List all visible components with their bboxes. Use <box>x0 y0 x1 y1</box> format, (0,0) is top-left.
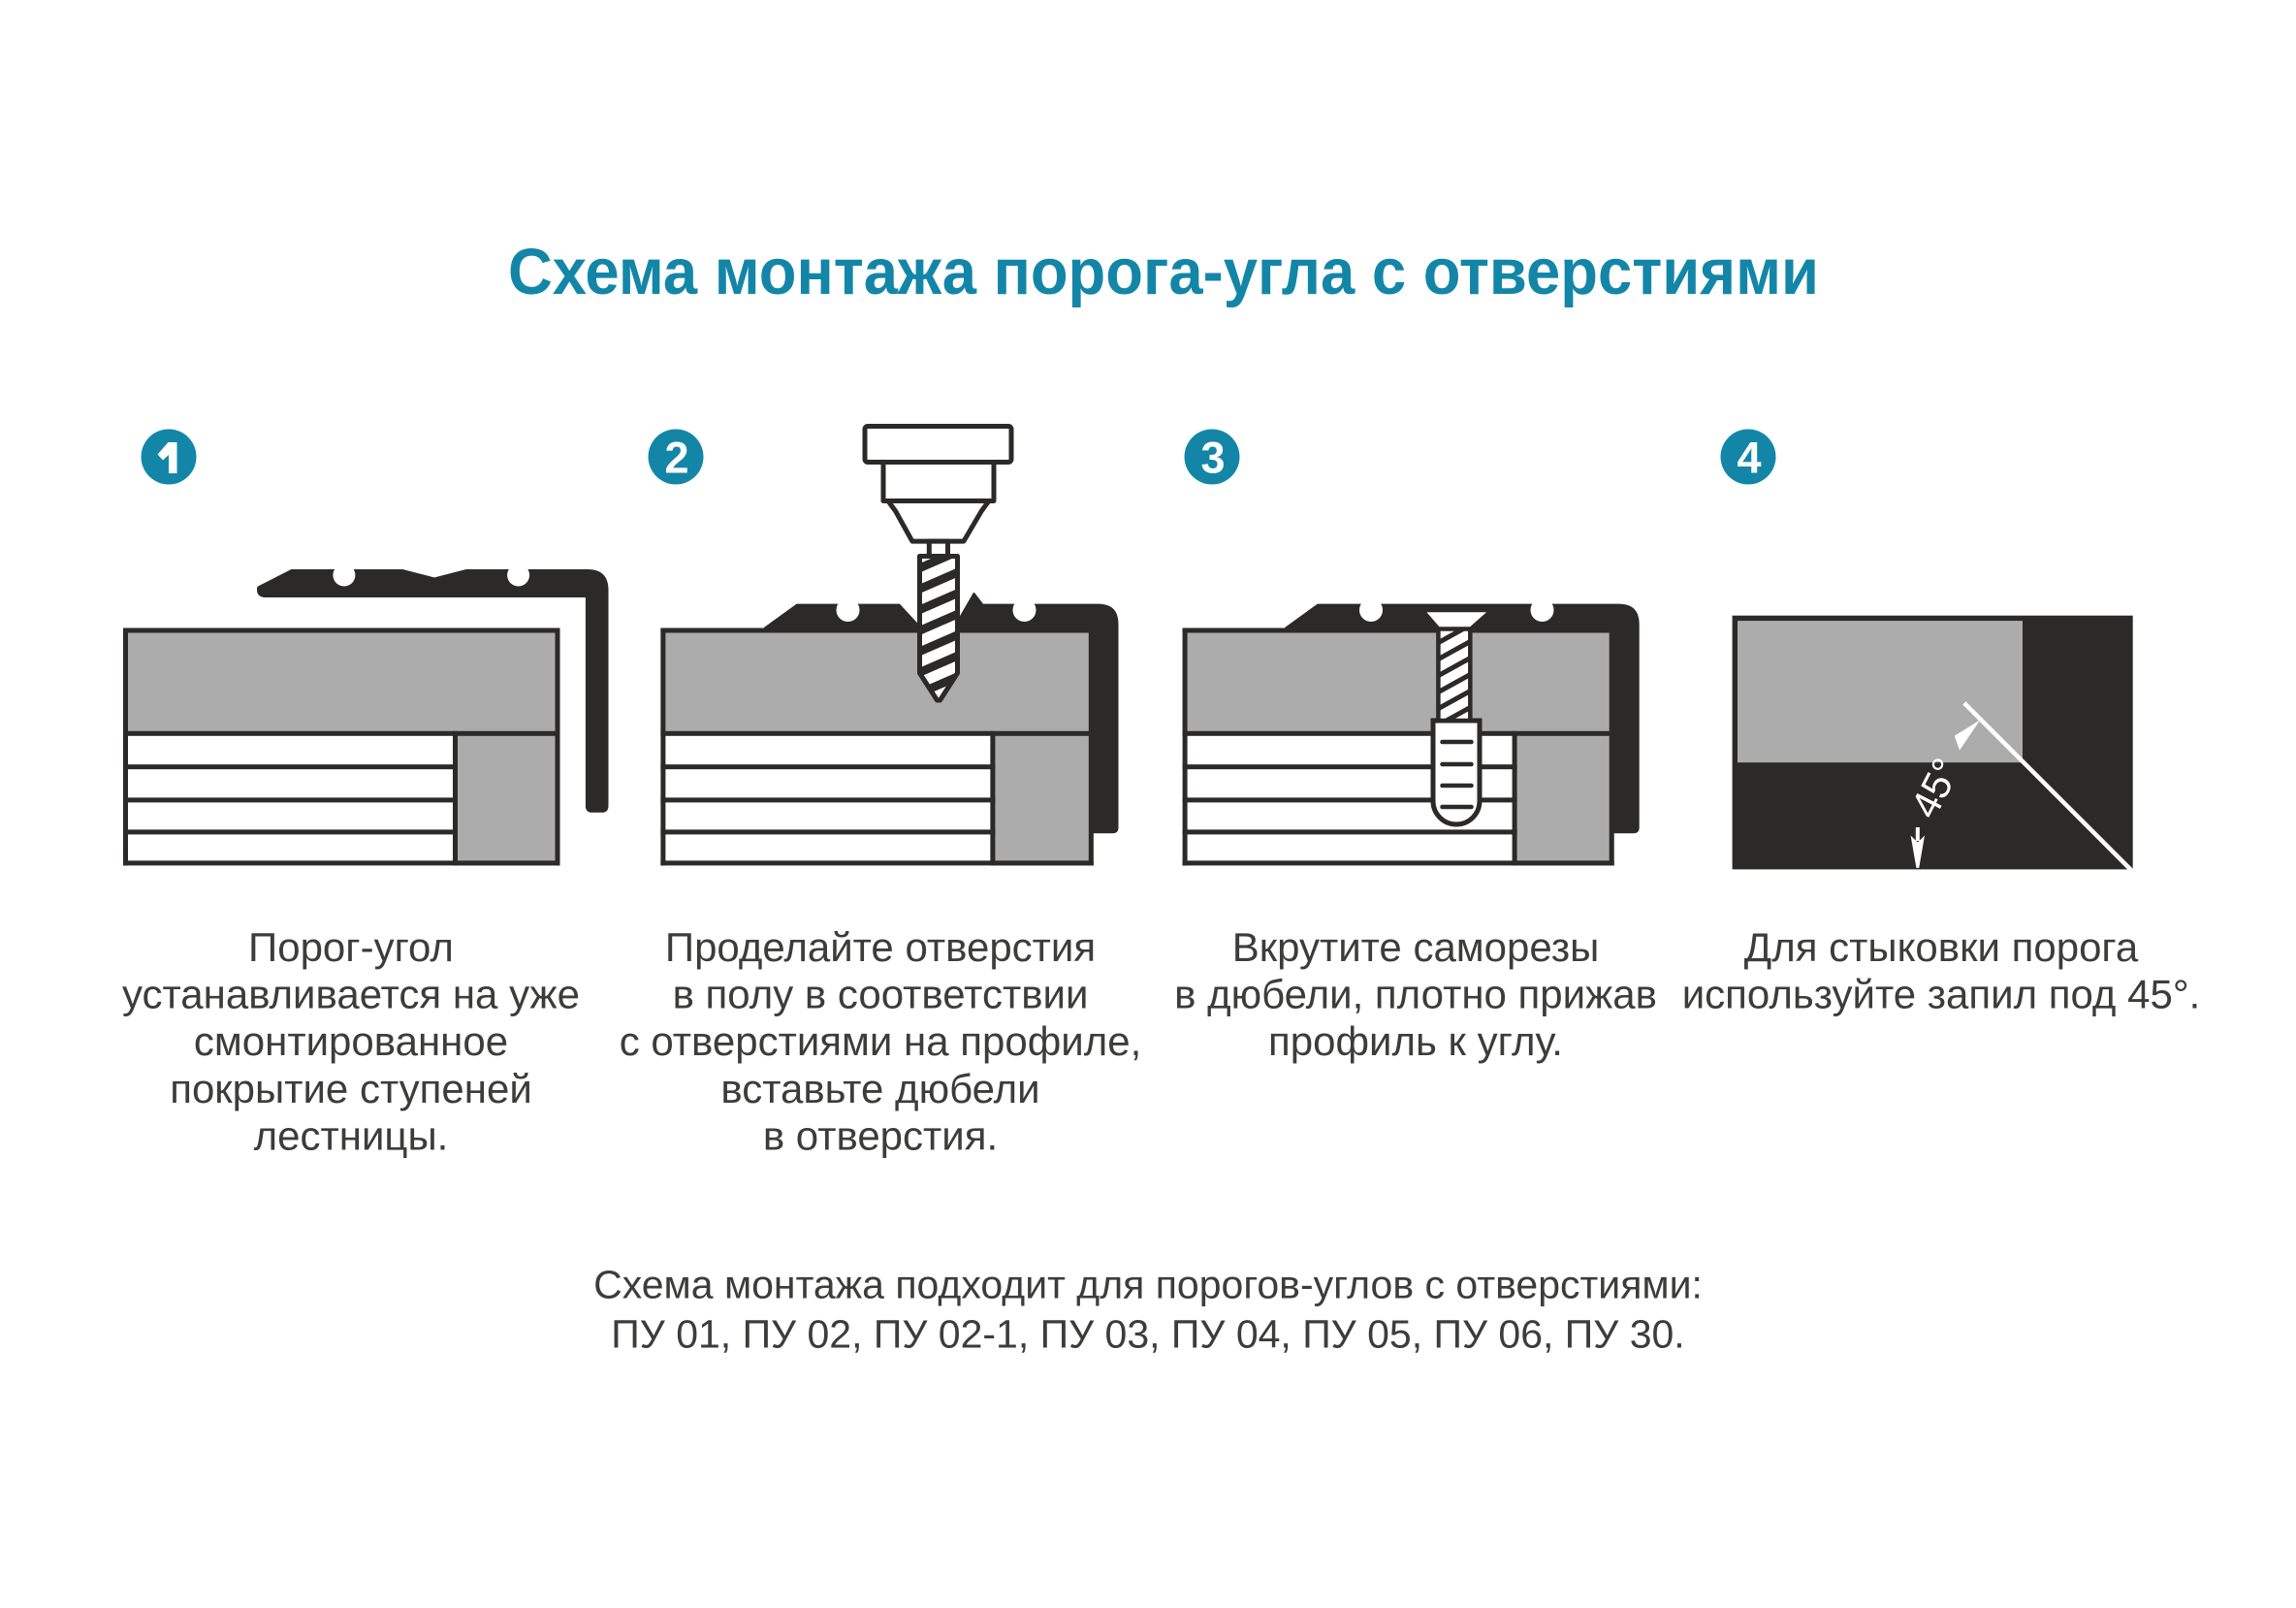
svg-text:Вкрутите саморезы: Вкрутите саморезы <box>1232 924 1600 970</box>
svg-text:смонтированное: смонтированное <box>194 1018 508 1064</box>
svg-text:профиль к углу.: профиль к углу. <box>1268 1018 1563 1064</box>
svg-text:с отверстиями на профиле,: с отверстиями на профиле, <box>620 1018 1142 1064</box>
svg-text:Схема монтажа подходит для пор: Схема монтажа подходит для порогов-углов… <box>593 1262 1703 1306</box>
svg-text:ПУ 01, ПУ 02, ПУ 02-1, ПУ 03,: ПУ 01, ПУ 02, ПУ 02-1, ПУ 03, ПУ 04, ПУ … <box>611 1311 1684 1356</box>
svg-text:Порог-угол: Порог-угол <box>248 924 454 970</box>
svg-text:покрытие ступеней: покрытие ступеней <box>170 1066 532 1111</box>
svg-text:вставьте дюбели: вставьте дюбели <box>720 1066 1039 1111</box>
svg-text:в отверстия.: в отверстия. <box>763 1112 998 1158</box>
svg-text:4: 4 <box>1737 434 1761 483</box>
svg-text:Схема монтажа порога-угла с от: Схема монтажа порога-угла с отверстиями <box>508 236 1819 308</box>
svg-text:3: 3 <box>1200 434 1225 483</box>
svg-text:используйте запил под 45°.: используйте запил под 45°. <box>1682 972 2201 1017</box>
svg-text:лестницы.: лестницы. <box>254 1112 449 1158</box>
svg-text:Для стыковки порога: Для стыковки порога <box>1744 924 2139 970</box>
svg-text:Проделайте отверстия: Проделайте отверстия <box>665 924 1096 970</box>
svg-text:в дюбели, плотно прижав: в дюбели, плотно прижав <box>1174 972 1657 1017</box>
svg-text:устанавливается на уже: устанавливается на уже <box>122 972 580 1017</box>
svg-text:2: 2 <box>664 434 688 483</box>
svg-text:в полу в соответствии: в полу в соответствии <box>673 972 1089 1017</box>
